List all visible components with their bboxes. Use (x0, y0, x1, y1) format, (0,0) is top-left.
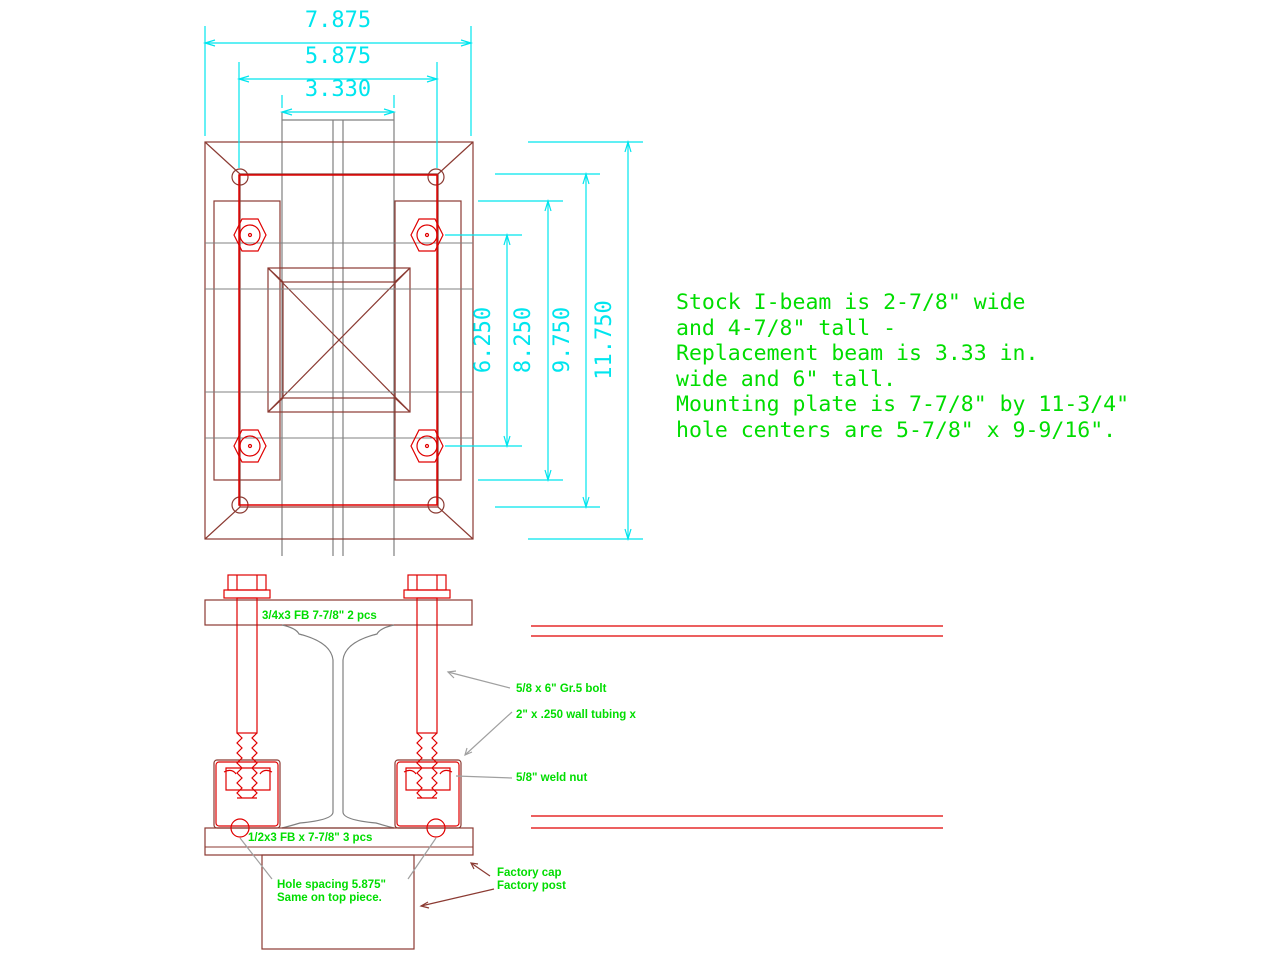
bolt-right (403, 574, 453, 799)
note-line: and 4-7/8" tall - (676, 316, 896, 341)
factory-post (261, 854, 415, 950)
label-top-plate: 3/4x3 FB 7-7/8" 2 pcs (262, 610, 377, 622)
label-tubing: 2" x .250 wall tubing x (516, 709, 636, 721)
top-flat-bar (204, 599, 473, 626)
label-weld-nut: 5/8" weld nut (516, 772, 587, 784)
factory-leaders (419, 862, 495, 909)
bolt-pattern (238, 174, 438, 506)
dim-beam-width: 3.330 (305, 77, 371, 102)
plan-dimensions (202, 26, 643, 542)
hex-bolt-bottom-right (410, 429, 444, 463)
hex-bolt-bottom-left (233, 429, 267, 463)
plan-dimension-labels: 7.875 5.875 3.330 6.250 8.250 9.750 11.7… (305, 8, 617, 380)
dim-hole-spacing-x: 5.875 (305, 44, 371, 69)
label-hole-spacing: Hole spacing 5.875" (277, 879, 386, 891)
plan-grid-lines (205, 242, 473, 439)
dim-height-outer: 9.750 (550, 307, 575, 373)
plan-view (204, 112, 474, 556)
mounting-plate (204, 141, 474, 540)
dim-height-inner: 6.250 (471, 307, 496, 373)
note-line: hole centers are 5-7/8" x 9-9/16". (676, 418, 1116, 443)
note-line: Mounting plate is 7-7/8" by 11-3/4" (676, 392, 1129, 417)
section-ibeam (281, 624, 395, 829)
wall-tubes (213, 759, 462, 829)
note-line: wide and 6" tall. (676, 367, 896, 392)
note-line: Replacement beam is 3.33 in. (676, 341, 1038, 366)
plan-ibeam (281, 112, 395, 556)
notes-block: Stock I-beam is 2-7/8" wide and 4-7/8" t… (676, 290, 1129, 443)
label-hole-spacing-note: Same on top piece. (277, 892, 382, 904)
dim-height-overall: 11.750 (592, 300, 617, 379)
hex-bolt-top-right (410, 218, 444, 252)
dim-height-holes: 8.250 (511, 307, 536, 373)
label-factory-cap: Factory cap (497, 867, 562, 879)
side-rails (531, 625, 943, 829)
hole-left (230, 818, 250, 838)
section-labels: 3/4x3 FB 7-7/8" 2 pcs 5/8 x 6" Gr.5 bolt… (248, 610, 636, 904)
dim-width-overall: 7.875 (305, 8, 371, 33)
note-line: Stock I-beam is 2-7/8" wide (676, 290, 1026, 315)
label-factory-post: Factory post (497, 880, 566, 892)
section-view (204, 574, 943, 950)
label-bolt: 5/8 x 6" Gr.5 bolt (516, 683, 607, 695)
hex-bolts (233, 218, 444, 463)
section-bolts (215, 574, 460, 838)
hex-bolt-top-left (233, 218, 267, 252)
bolt-left (223, 574, 273, 799)
hole-right (426, 818, 446, 838)
label-bottom-plate: 1/2x3 FB x 7-7/8" 3 pcs (248, 832, 372, 844)
leader-lines (239, 670, 513, 880)
